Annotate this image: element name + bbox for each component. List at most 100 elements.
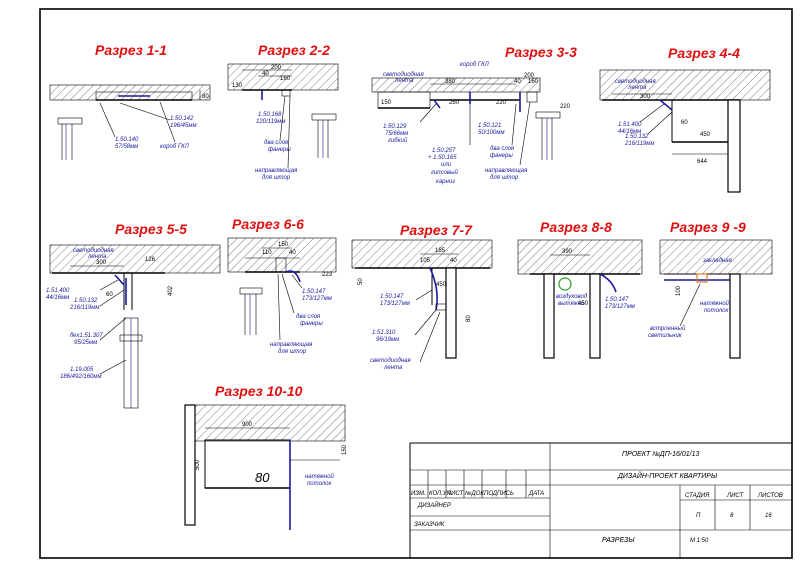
svg-text:светильник: светильник	[648, 333, 683, 339]
sheet-value: 8	[730, 513, 734, 519]
svg-text:два слоя: два слоя	[296, 314, 321, 320]
svg-text:160: 160	[528, 79, 539, 85]
section-6-6: Разрез 6-6 150 110 40 223 1.50.147 173/1…	[227, 216, 337, 355]
svg-text:1.50.121: 1.50.121	[478, 123, 501, 129]
svg-text:СТАДИЯ: СТАДИЯ	[685, 493, 710, 499]
svg-text:130: 130	[232, 83, 243, 89]
ceiling-slab	[49, 84, 211, 101]
section-2-2: Разрез 2-2 200 40 160 130 1.50.168 120/1…	[227, 42, 339, 181]
svg-text:200: 200	[524, 73, 535, 79]
svg-text:1.50.129: 1.50.129	[383, 124, 407, 130]
svg-text:фанеры: фанеры	[300, 321, 323, 327]
svg-text:лента: лента	[394, 78, 414, 84]
svg-text:186/492/160мм: 186/492/160мм	[60, 374, 102, 380]
svg-text:120/119мм: 120/119мм	[256, 119, 285, 125]
svg-text:900: 900	[242, 422, 253, 428]
svg-text:лента: лента	[87, 254, 107, 260]
svg-text:воздуховод: воздуховод	[556, 294, 588, 300]
svg-text:закладная: закладная	[702, 258, 733, 264]
svg-text:402: 402	[168, 285, 174, 296]
svg-text:1.51.400: 1.51.400	[618, 122, 642, 128]
svg-text:вытяжки: вытяжки	[558, 301, 585, 307]
ceiling-slab	[599, 69, 771, 101]
svg-text:светодиодная: светодиодная	[615, 79, 656, 85]
svg-text:КОЛ.УЧ.: КОЛ.УЧ.	[429, 491, 452, 497]
svg-text:390: 390	[562, 249, 573, 255]
svg-text:1.50.147: 1.50.147	[605, 297, 629, 303]
section-title: Разрез 3-3	[505, 44, 577, 60]
svg-text:1.50.132: 1.50.132	[74, 298, 98, 304]
svg-text:40: 40	[450, 258, 457, 264]
window-sill	[57, 117, 83, 125]
svg-text:644: 644	[697, 159, 708, 165]
section-title: Разрез 1-1	[95, 42, 167, 58]
svg-text:направляющая: направляющая	[255, 168, 298, 174]
svg-text:223: 223	[322, 272, 333, 278]
svg-text:гибкий: гибкий	[388, 137, 408, 144]
svg-text:лента: лента	[383, 365, 403, 371]
svg-text:1.50.257: 1.50.257	[432, 148, 456, 154]
svg-text:для штор: для штор	[262, 175, 291, 181]
svg-text:450: 450	[578, 301, 589, 307]
svg-text:96/19мм: 96/19мм	[376, 337, 399, 343]
ceiling-slab	[227, 237, 337, 273]
svg-text:50: 50	[358, 278, 364, 285]
svg-text:500: 500	[195, 459, 201, 470]
title-block: ПРОЕКТ №ДП-16/01/13 ДИЗАЙН-ПРОЕКТ КВАРТИ…	[409, 442, 793, 559]
customer-label: ЗАКАЗЧИК	[414, 522, 445, 528]
svg-text:300: 300	[96, 260, 107, 266]
svg-text:1.51.310: 1.51.310	[372, 330, 396, 336]
svg-text:потолок: потолок	[307, 481, 332, 487]
svg-text:126: 126	[145, 257, 156, 263]
svg-text:ДАТА: ДАТА	[528, 491, 544, 497]
scale-label: М 1:50	[690, 538, 709, 544]
section-title: Разрез 2-2	[258, 42, 330, 58]
svg-text:направляющая: направляющая	[485, 168, 528, 174]
svg-text:50/100мм: 50/100мм	[478, 130, 505, 136]
svg-text:1.51.400: 1.51.400	[46, 288, 70, 294]
svg-text:потолок: потолок	[704, 308, 729, 314]
svg-text:300: 300	[640, 94, 651, 100]
svg-text:или: или	[441, 162, 452, 168]
svg-text:173/127мм: 173/127мм	[380, 301, 410, 307]
ceiling-slab	[659, 239, 773, 275]
svg-text:гипсовый: гипсовый	[431, 169, 458, 176]
svg-text:светодиодная: светодиодная	[73, 248, 114, 254]
svg-text:450: 450	[436, 282, 447, 288]
svg-text:110: 110	[262, 250, 272, 256]
dim-label: 80	[202, 94, 209, 100]
section-title: Разрез 10-10	[215, 383, 303, 399]
svg-text:1.50.147: 1.50.147	[302, 289, 326, 295]
ceiling-slab	[371, 77, 541, 93]
svg-text:светодиодная: светодиодная	[383, 72, 424, 78]
section-3-3: Разрез 3-3 светодиодная лента короб ГКЛ …	[371, 44, 577, 185]
section-title: Разрез 8-8	[540, 219, 612, 235]
ceiling-slab	[517, 239, 643, 275]
drawing-name: РАЗРЕЗЫ	[602, 537, 635, 544]
profile-code: 1.50.140	[115, 137, 139, 143]
svg-text:ЛИСТОВ: ЛИСТОВ	[757, 493, 783, 499]
svg-text:для штор: для штор	[278, 349, 307, 355]
svg-text:75/66мм: 75/66мм	[385, 131, 408, 137]
svg-text:80: 80	[466, 315, 472, 322]
svg-text:150: 150	[342, 444, 348, 455]
section-title: Разрез 7-7	[400, 222, 473, 238]
svg-text:150: 150	[381, 100, 392, 106]
svg-text:+ 1.50.165: + 1.50.165	[428, 155, 457, 161]
box	[204, 439, 291, 489]
svg-text:№ДОК.: №ДОК.	[465, 490, 486, 497]
svg-text:173/127мм: 173/127мм	[302, 296, 332, 302]
svg-text:натяжной: натяжной	[700, 300, 730, 307]
svg-text:короб ГКЛ: короб ГКЛ	[460, 62, 490, 68]
svg-text:flex1.51.307: flex1.51.307	[70, 333, 103, 339]
ceiling-slab	[184, 404, 346, 442]
svg-text:фанеры: фанеры	[268, 147, 291, 153]
svg-text:направляющая: направляющая	[270, 342, 313, 348]
svg-text:220: 220	[560, 104, 571, 110]
svg-text:200: 200	[271, 65, 282, 71]
section-1-1: Разрез 1-1 1.50.142 196/45мм 1.50.140 57…	[49, 42, 211, 160]
svg-text:216/119мм: 216/119мм	[69, 305, 99, 311]
svg-text:250: 250	[449, 100, 460, 106]
